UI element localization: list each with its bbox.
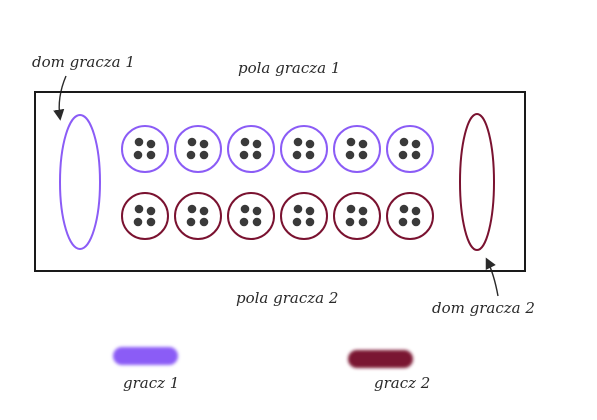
seed [252,217,262,227]
pit-player2-6 [386,192,434,240]
seed [293,204,303,214]
seed [186,217,196,227]
seed [239,217,249,227]
legend-swatch-player1 [113,347,178,365]
seed [358,139,368,149]
seed [292,217,302,227]
seed [345,217,355,227]
seed [411,217,421,227]
seed [134,137,144,147]
seed [187,137,197,147]
seed [240,204,250,214]
arrow-home-player2 [485,257,499,297]
pit-player2-1 [121,192,169,240]
seed [399,204,409,214]
label-home-player2: dom gracza 2 [432,299,535,317]
seed [239,150,249,160]
seed [399,137,409,147]
seed [199,139,209,149]
pit-player1-2 [174,125,222,173]
seed [411,150,421,160]
seed [305,139,315,149]
seed [346,204,356,214]
pit-player1-5 [333,125,381,173]
legend-label-player2: gracz 2 [374,374,430,392]
seed [134,204,144,214]
pit-player2-4 [280,192,328,240]
legend-label-player1: gracz 1 [123,374,179,392]
seed [199,217,209,227]
seed [146,217,156,227]
seed [146,206,156,216]
seed [292,150,302,160]
home-player1 [59,114,101,250]
seed [133,217,143,227]
pit-player2-2 [174,192,222,240]
label-pits-player1: pola gracza 1 [238,59,340,77]
seed [252,139,262,149]
pits-group [121,125,434,240]
label-pits-player2: pola gracza 2 [236,289,338,307]
pit-player1-3 [227,125,275,173]
seed [199,206,209,216]
seed [346,137,356,147]
seed [146,150,156,160]
seed [358,217,368,227]
seed [398,217,408,227]
seed [133,150,143,160]
seed [199,150,209,160]
seed [305,217,315,227]
legend-swatch-player2 [348,350,413,368]
seed [411,206,421,216]
pit-player2-5 [333,192,381,240]
seed [252,150,262,160]
seed [358,150,368,160]
pit-player1-6 [386,125,434,173]
arrow-home-player1 [53,75,67,121]
seed [398,150,408,160]
seed [293,137,303,147]
seed [187,204,197,214]
seed [252,206,262,216]
legend: gracz 1 gracz 2 [113,347,430,392]
seed [305,206,315,216]
seed [358,206,368,216]
label-home-player1: dom gracza 1 [32,53,135,71]
home-player2 [459,113,495,251]
seed [186,150,196,160]
pit-player1-1 [121,125,169,173]
pit-player1-4 [280,125,328,173]
seed [146,139,156,149]
seed [345,150,355,160]
seed [305,150,315,160]
seed [240,137,250,147]
pit-player2-3 [227,192,275,240]
board [34,91,526,272]
seed [411,139,421,149]
